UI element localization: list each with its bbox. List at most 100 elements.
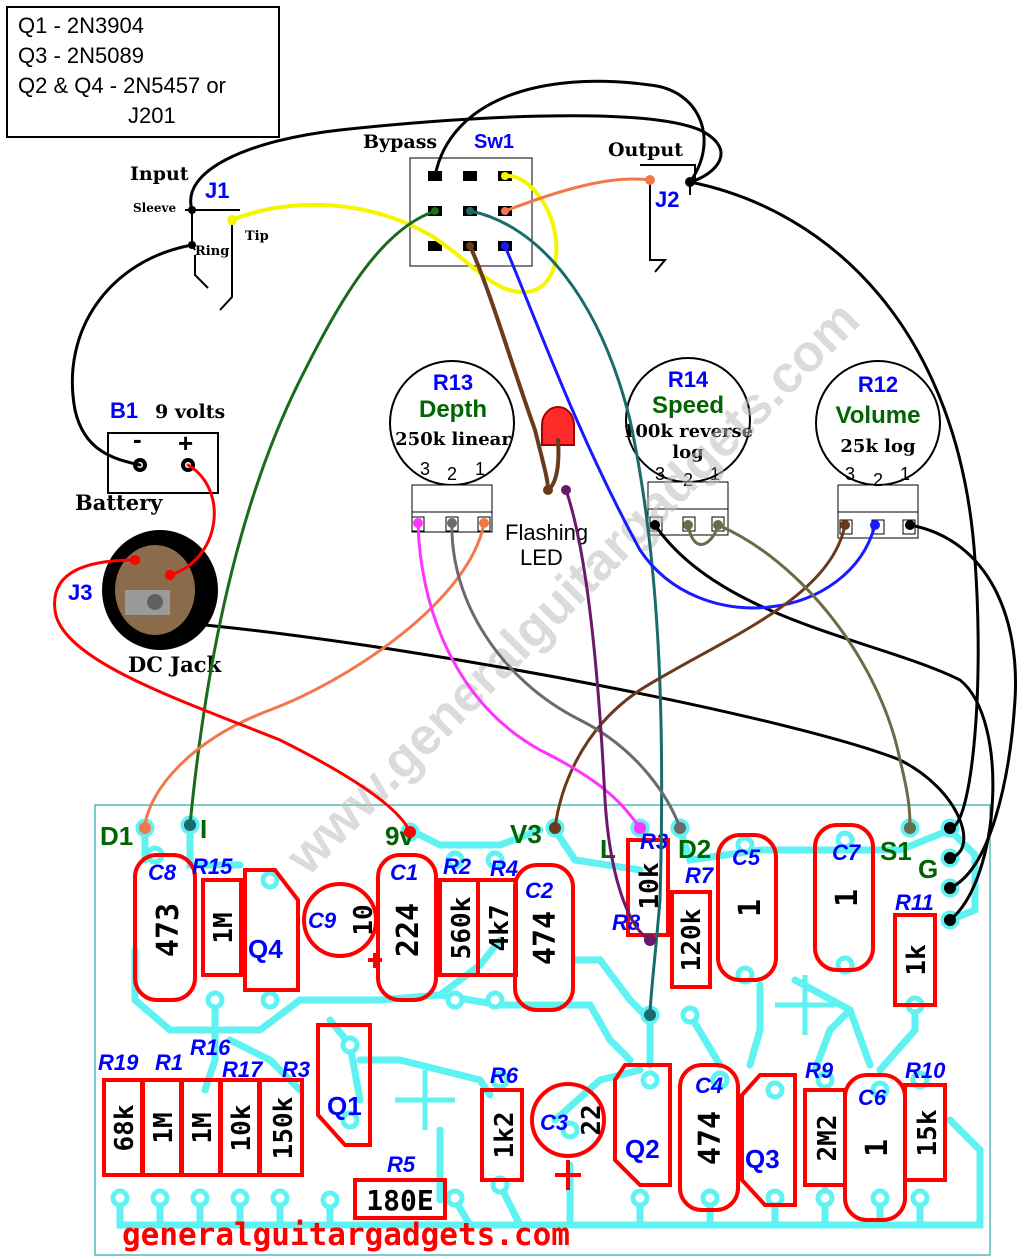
r16-value: 1M: [188, 1112, 218, 1143]
input-jack[interactable]: [185, 209, 240, 311]
c5-ref: C5: [732, 845, 761, 870]
c5-capacitor[interactable]: [716, 833, 778, 982]
pad-labels: D1 I 9v V3 L D2 S1 G: [100, 814, 938, 884]
r1-ref: R1: [155, 1050, 183, 1075]
r17-value: 10k: [227, 1104, 257, 1151]
r7-ref: R7: [685, 863, 715, 888]
r13-value: 250k linear: [395, 429, 511, 450]
pad-label-s1: S1: [880, 836, 912, 866]
q4-ref: Q4: [248, 934, 283, 964]
r10-value: 15k: [913, 1109, 943, 1156]
r3-top-ref: R3: [640, 829, 668, 854]
pad-label-d1: D1: [100, 821, 133, 851]
sw1-label: Sw1: [474, 131, 514, 153]
r12-value: 25k log: [840, 436, 916, 457]
wire-black-dc-jack: [203, 623, 966, 860]
r14-pin-3: 3: [655, 464, 665, 484]
flashing-led-label-2: LED: [520, 545, 563, 570]
wire-green: [188, 209, 437, 827]
r14-value-2: log: [672, 442, 704, 463]
wire-brown-led-2: [546, 438, 561, 492]
r15-resistor[interactable]: [201, 878, 243, 977]
c6-value: 1: [860, 1139, 895, 1157]
component-refs: C8 R15 Q4 C9 C1 R2 R4 C2 R3 R8 R7 C5 C7 …: [98, 829, 946, 1177]
r15-value: 1M: [209, 912, 239, 943]
r12-pin-1: 1: [900, 464, 910, 484]
q2-transistor[interactable]: [613, 1063, 672, 1187]
b1-label: B1: [110, 398, 138, 423]
r4-ref: R4: [490, 856, 518, 881]
pad-label-g: G: [918, 854, 938, 884]
battery-minus-icon: -: [133, 424, 142, 454]
nine-volts-label: 9 volts: [155, 401, 225, 423]
c1-capacitor[interactable]: [376, 853, 438, 1002]
c8-value: 473: [151, 903, 186, 957]
r13-pin-1: 1: [475, 459, 485, 479]
c1-ref: C1: [390, 860, 418, 885]
r5-resistor[interactable]: [353, 1178, 447, 1220]
r12-pin-2: 2: [873, 470, 883, 490]
c7-capacitor[interactable]: [813, 823, 875, 972]
wire-endpoints: [130, 172, 956, 1021]
j1-label: J1: [205, 178, 229, 203]
flashing-led[interactable]: [541, 406, 575, 446]
r1-value: 1M: [149, 1112, 179, 1143]
battery-label: Battery: [75, 490, 163, 515]
c3-value: 22: [577, 1104, 607, 1135]
r19-value: 68k: [110, 1104, 140, 1151]
c2-ref: C2: [525, 878, 554, 903]
wire-gray: [450, 521, 682, 830]
r13-pin-2: 2: [447, 464, 457, 484]
footer-url[interactable]: generalguitargadgets.com: [122, 1217, 570, 1253]
r10-resistor[interactable]: [903, 1083, 947, 1182]
r6-resistor[interactable]: [480, 1088, 524, 1182]
wire-brown-v3: [553, 523, 847, 830]
c2-capacitor[interactable]: [513, 863, 575, 1012]
c9-value: 10: [349, 904, 379, 935]
c5-value: 1: [733, 899, 768, 917]
c3-capacitor[interactable]: [530, 1082, 606, 1158]
r12-pin-3: 3: [845, 464, 855, 484]
dc-jack[interactable]: [102, 530, 218, 650]
q4-transistor[interactable]: [243, 868, 300, 992]
board-components: [102, 823, 947, 1222]
r5-value: 180E: [366, 1184, 433, 1217]
r3-resistor[interactable]: [258, 1078, 304, 1177]
ring-label: Ring: [195, 244, 229, 259]
battery[interactable]: - +: [107, 424, 219, 494]
c4-ref: C4: [695, 1073, 723, 1098]
r6-value: 1k2: [490, 1112, 520, 1159]
r11-value: 1k: [902, 944, 932, 976]
j2-label: J2: [655, 187, 679, 212]
r3-ref: R3: [282, 1057, 310, 1082]
c4-value: 474: [693, 1111, 728, 1165]
r7-resistor[interactable]: [670, 890, 712, 989]
q1-transistor[interactable]: [316, 1023, 372, 1147]
q1-ref: Q1: [327, 1091, 362, 1121]
c4-capacitor[interactable]: [678, 1063, 740, 1212]
c6-ref: C6: [858, 1085, 887, 1110]
pad-label-d2: D2: [678, 834, 711, 864]
electrolytic-plus-marks: [368, 953, 581, 1190]
key-line-q1: Q1 - 2N3904: [18, 13, 144, 38]
wire-purple: [564, 488, 652, 942]
r2-ref: R2: [443, 854, 472, 879]
r2-value: 560k: [447, 896, 477, 959]
r14-pin-1: 1: [710, 464, 720, 484]
wire-magenta: [416, 521, 642, 830]
q3-transistor[interactable]: [740, 1073, 797, 1207]
wire-black-battery-neg: [70, 243, 194, 467]
c1-value: 224: [391, 903, 426, 957]
input-label: Input: [130, 163, 189, 185]
wire-red-battery: [168, 463, 216, 577]
wire-black-input-sleeve: [189, 114, 723, 212]
r4-value: 4k7: [485, 905, 515, 952]
r19-ref: R19: [98, 1050, 139, 1075]
dc-jack-label: DC Jack: [128, 652, 222, 677]
c8-capacitor[interactable]: [133, 853, 197, 1002]
r8-ref: R8: [612, 910, 641, 935]
pot-r12[interactable]: [815, 360, 941, 539]
wire-red-9v: [53, 558, 412, 834]
r11-resistor[interactable]: [893, 913, 937, 1007]
